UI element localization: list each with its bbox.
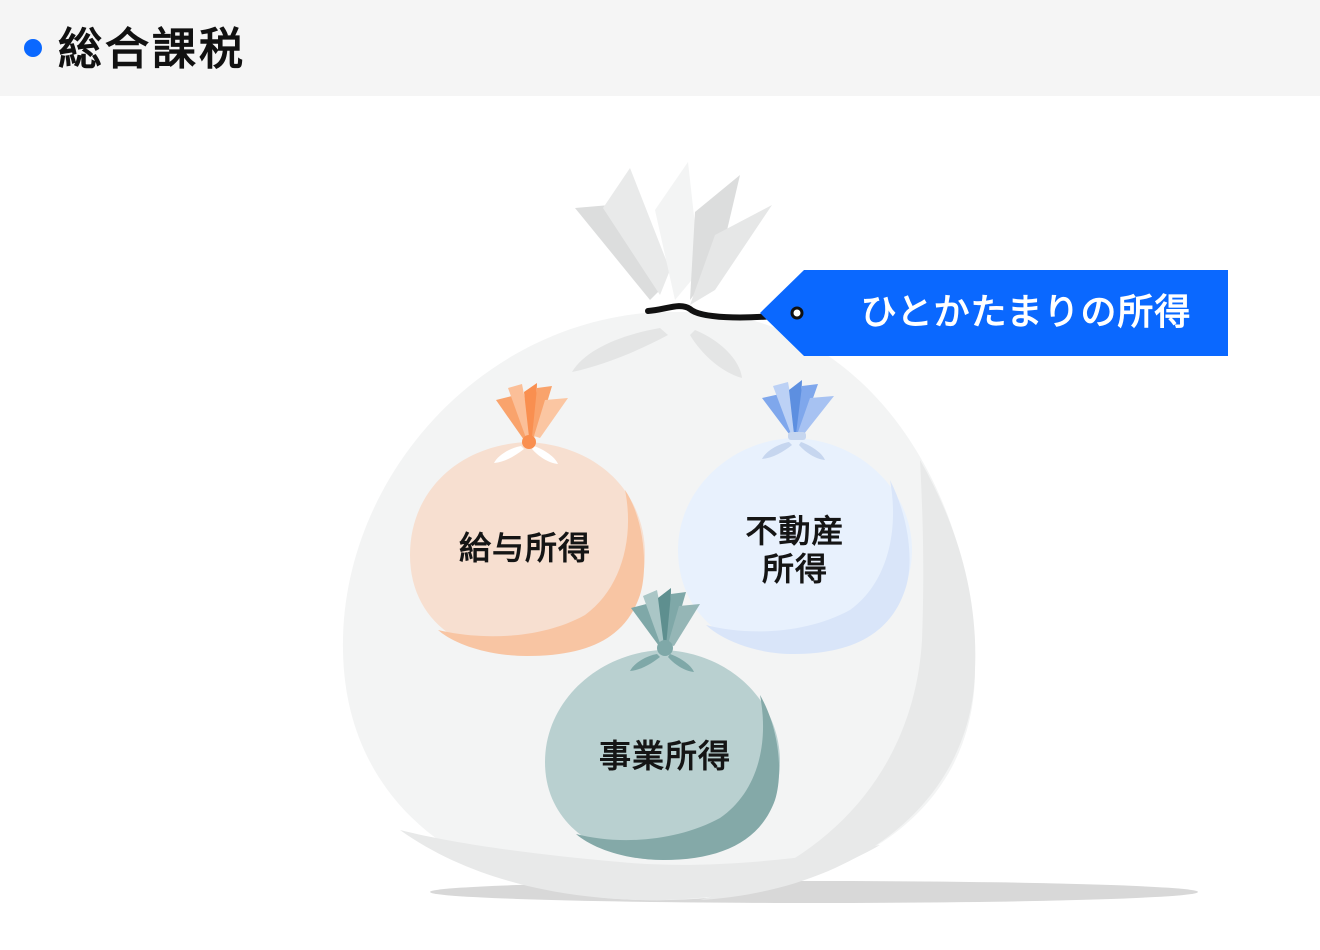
teal-bag-icon (545, 588, 780, 860)
real-estate-label-line1: 不動産 (745, 512, 845, 550)
orange-bag-icon (410, 383, 645, 656)
salary-income-label: 給与所得 (458, 529, 591, 567)
real-estate-income-label: 不動産 所得 (710, 512, 880, 588)
real-estate-label-line2: 所得 (761, 550, 828, 588)
business-income-label: 事業所得 (598, 737, 731, 775)
blue-bag-icon (678, 380, 912, 654)
page-title: 総合課税 (58, 24, 246, 75)
income-tag-shape (760, 270, 1228, 356)
bullet-dot-icon (24, 39, 42, 57)
combined-income-tag-label: ひとかたまりの所得 (860, 292, 1192, 333)
header-bar: 総合課税 (0, 0, 1320, 96)
